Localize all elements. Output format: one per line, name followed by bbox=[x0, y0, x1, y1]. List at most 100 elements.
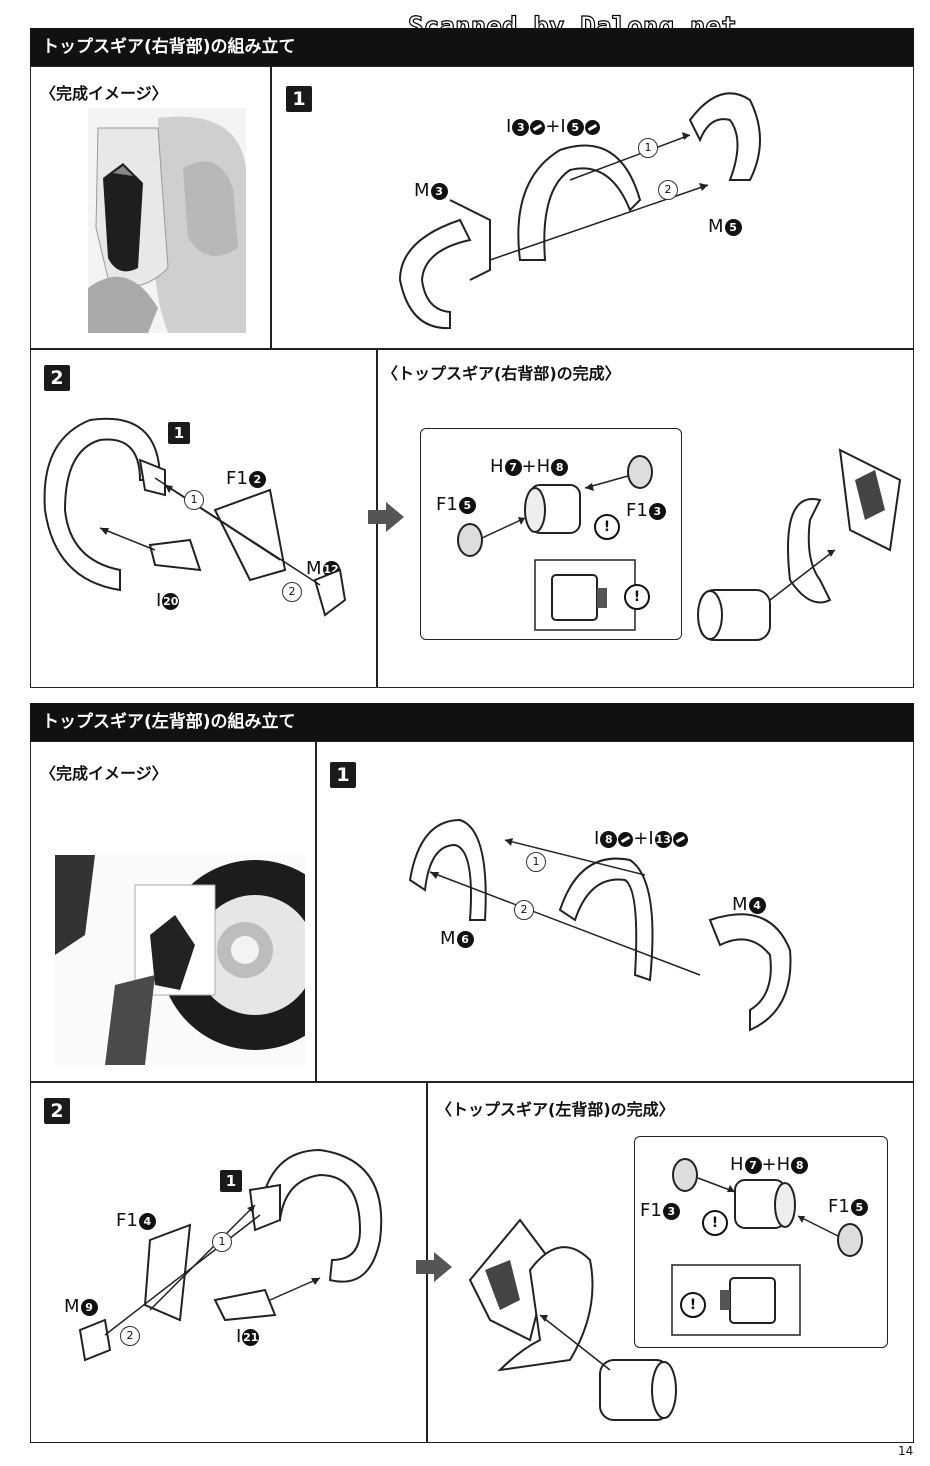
joint-detail-drawing bbox=[457, 455, 653, 631]
divider bbox=[315, 741, 317, 1081]
step-callout: 1 bbox=[638, 138, 658, 158]
step-callout: 1 bbox=[184, 490, 204, 510]
step-number: 1 bbox=[330, 762, 356, 788]
preview-label: 〈完成イメージ〉 bbox=[40, 764, 168, 783]
cut-icon bbox=[618, 831, 634, 847]
part-letter: H bbox=[490, 456, 504, 477]
part-number-badge: 5 bbox=[458, 496, 476, 514]
part-letter: +H bbox=[761, 1154, 791, 1175]
next-arrow-icon bbox=[416, 1252, 452, 1282]
part-letter: F1 bbox=[226, 468, 248, 489]
part-number-badge: 7 bbox=[744, 1156, 762, 1174]
completed-image-photo bbox=[88, 108, 246, 333]
part-letter: I bbox=[506, 116, 512, 137]
part-letter: H bbox=[730, 1154, 744, 1175]
step-callout: 2 bbox=[120, 1326, 140, 1346]
part-number-badge: 3 bbox=[662, 1202, 680, 1220]
part-letter: +I bbox=[545, 116, 566, 137]
section-title-left-back: トップスギア(左背部)の組み立て bbox=[30, 703, 914, 741]
part-letter: M bbox=[708, 216, 724, 237]
part-letter: F1 bbox=[626, 500, 648, 521]
sub-step-ref: 1 bbox=[220, 1170, 242, 1192]
section-title-right-back: トップスギア(右背部)の組み立て bbox=[30, 28, 914, 66]
part-number-badge: 4 bbox=[138, 1212, 156, 1230]
part-letter: M bbox=[440, 928, 456, 949]
part-letter: M bbox=[64, 1296, 80, 1317]
part-number-badge: 21 bbox=[242, 1328, 260, 1346]
completion-label: 〈トップスギア(右背部)の完成〉 bbox=[382, 364, 621, 383]
cut-icon bbox=[530, 119, 546, 135]
sub-step-ref: 1 bbox=[168, 422, 190, 444]
part-number-badge: 5 bbox=[850, 1198, 868, 1216]
step-number: 1 bbox=[286, 86, 312, 112]
preview-label: 〈完成イメージ〉 bbox=[40, 84, 168, 103]
step-number: 2 bbox=[44, 365, 70, 391]
completed-part-drawing bbox=[697, 448, 902, 641]
part-number-badge: 7 bbox=[504, 458, 522, 476]
cut-icon bbox=[672, 831, 688, 847]
part-number-badge: 13 bbox=[654, 830, 672, 848]
part-number-badge: 9 bbox=[80, 1298, 98, 1316]
caution-icon: ! bbox=[702, 1210, 728, 1236]
step1-assembly-drawing bbox=[408, 818, 792, 1032]
part-number-badge: 5 bbox=[724, 218, 742, 236]
next-arrow-icon bbox=[368, 502, 404, 532]
step-callout: 1 bbox=[526, 852, 546, 872]
joint-detail-drawing bbox=[671, 1158, 863, 1336]
step1-assembly-drawing bbox=[398, 92, 761, 330]
part-letter: F1 bbox=[828, 1196, 850, 1217]
cut-icon bbox=[584, 119, 600, 135]
completion-label: 〈トップスギア(左背部)の完成〉 bbox=[436, 1100, 675, 1119]
part-number-badge: 5 bbox=[566, 118, 584, 136]
step-callout: 2 bbox=[658, 180, 678, 200]
page-number: 14 bbox=[898, 1444, 914, 1458]
divider bbox=[270, 66, 272, 348]
part-letter: +I bbox=[633, 828, 654, 849]
completed-image-photo bbox=[55, 855, 305, 1065]
step-callout: 2 bbox=[514, 900, 534, 920]
part-number-badge: 3 bbox=[512, 118, 530, 136]
part-letter: I bbox=[594, 828, 600, 849]
part-letter: M bbox=[306, 558, 322, 579]
step-callout: 1 bbox=[212, 1232, 232, 1252]
step-number: 2 bbox=[44, 1098, 70, 1124]
caution-icon: ! bbox=[594, 514, 620, 540]
completed-part-drawing bbox=[468, 1218, 677, 1421]
part-number-badge: 4 bbox=[748, 896, 766, 914]
step-callout: 2 bbox=[282, 582, 302, 602]
part-letter: I bbox=[236, 1326, 242, 1347]
part-letter: F1 bbox=[640, 1200, 662, 1221]
part-letter: +H bbox=[521, 456, 551, 477]
divider bbox=[30, 1081, 914, 1083]
part-number-badge: 8 bbox=[600, 830, 618, 848]
part-letter: M bbox=[732, 894, 748, 915]
part-number-badge: 2 bbox=[248, 470, 266, 488]
caution-icon: ! bbox=[624, 584, 650, 610]
part-number-badge: 8 bbox=[791, 1156, 809, 1174]
part-number-badge: 8 bbox=[551, 458, 569, 476]
part-number-badge: 6 bbox=[456, 930, 474, 948]
caution-icon: ! bbox=[680, 1292, 706, 1318]
part-letter: I bbox=[156, 590, 162, 611]
part-number-badge: 3 bbox=[430, 182, 448, 200]
divider bbox=[30, 348, 914, 350]
part-number-badge: 3 bbox=[648, 502, 666, 520]
part-letter: F1 bbox=[116, 1210, 138, 1231]
